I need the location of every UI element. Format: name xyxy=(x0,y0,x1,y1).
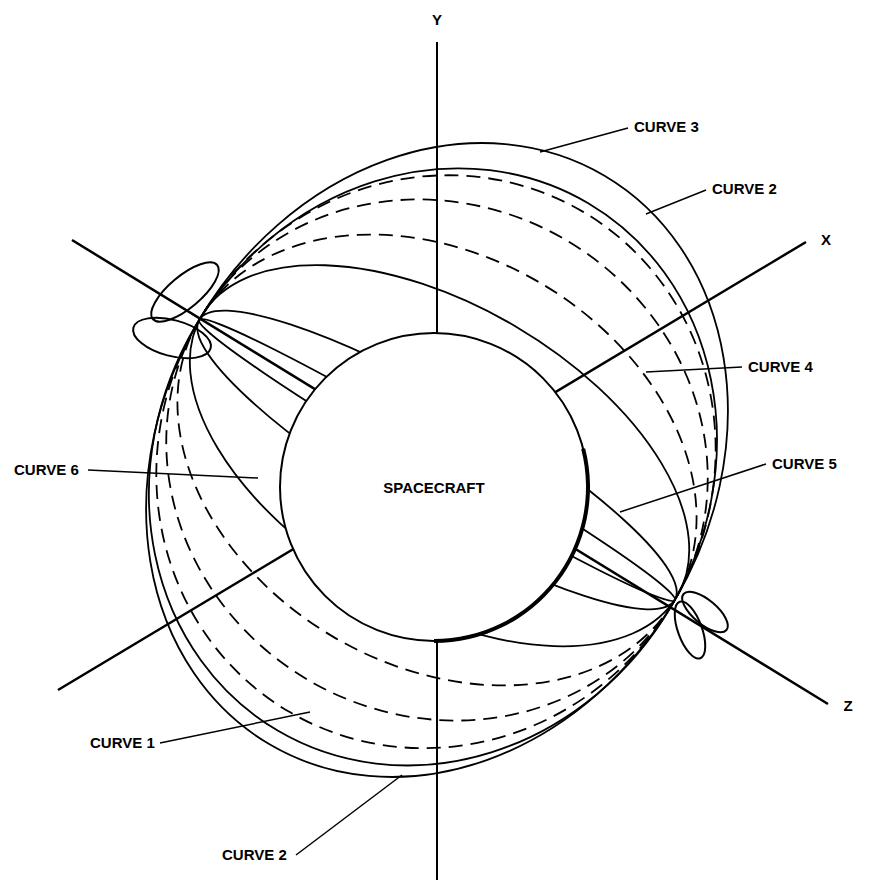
curve-label: CURVE 3 xyxy=(632,118,701,136)
pattern-curve xyxy=(40,63,826,870)
pattern-lobe xyxy=(668,598,711,663)
pattern-curve xyxy=(32,36,843,880)
leader-line xyxy=(540,128,628,152)
leader-line xyxy=(296,775,402,855)
pattern-curve xyxy=(95,143,779,776)
curve-label: CURVE 5 xyxy=(770,455,839,473)
curve-label: CURVE 1 xyxy=(88,734,157,752)
axis-label: X xyxy=(819,231,833,249)
pattern-lobe xyxy=(129,310,216,365)
pattern-curve xyxy=(126,186,754,725)
axis-label: Y xyxy=(430,11,444,29)
curve-label: CURVE 2 xyxy=(710,180,779,198)
pattern-curve xyxy=(70,100,804,820)
leader-line xyxy=(646,367,742,372)
leader-line xyxy=(88,470,258,478)
curve-label: CURVE 6 xyxy=(12,461,81,479)
spacecraft-body: SPACECRAFT xyxy=(278,331,590,643)
pattern-lobe xyxy=(143,253,228,332)
curve-label: CURVE 2 xyxy=(220,846,289,864)
node-label: SPACECRAFT xyxy=(380,478,487,497)
leader-line xyxy=(620,464,766,512)
pattern-lobe xyxy=(676,585,734,639)
pattern-curve xyxy=(169,268,706,652)
leader-line xyxy=(160,712,310,743)
leader-line xyxy=(646,190,706,214)
axis-label: Z xyxy=(841,697,854,715)
pattern-curve xyxy=(51,72,821,852)
curve-label: CURVE 4 xyxy=(746,358,815,376)
